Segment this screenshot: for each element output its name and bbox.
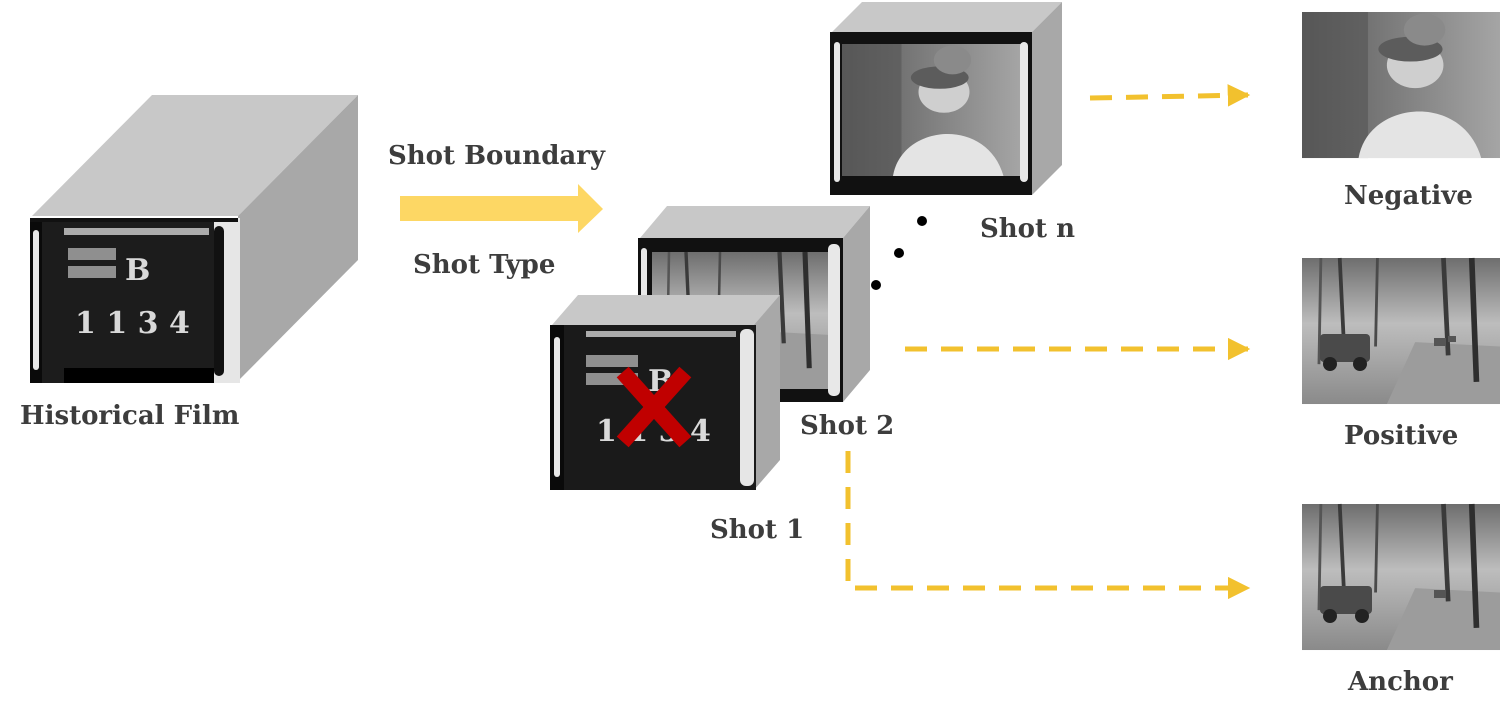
anchor-image [1302, 504, 1500, 650]
historical-film-label: Historical Film [20, 401, 239, 431]
shot-1-slate-number: 1 1 3 4 [596, 414, 711, 449]
shot-1-label: Shot 1 [710, 515, 804, 545]
shot-n-cube [830, 2, 1062, 195]
shot-n-image [830, 32, 1032, 195]
negative-image [1302, 12, 1500, 159]
negative-label: Negative [1344, 181, 1473, 211]
negative-arrow [1089, 84, 1251, 107]
film-slate-image: B 1 1 3 4 [30, 218, 240, 383]
shot-1-cube: B 1 1 3 4 [550, 295, 780, 490]
discard-cross-icon [616, 366, 692, 448]
slate-letter: B [125, 253, 150, 288]
anchor-arrow [845, 451, 1251, 600]
shot-2-label: Shot 2 [800, 411, 894, 441]
positive-label: Positive [1344, 421, 1458, 451]
positive-image [1302, 258, 1500, 404]
process-arrow [400, 184, 603, 233]
historical-film-cube: B 1 1 3 4 [30, 95, 358, 383]
ellipsis-dots [871, 216, 927, 290]
anchor-label: Anchor [1347, 667, 1453, 697]
shot-n-label: Shot n [980, 214, 1075, 244]
shot-boundary-label: Shot Boundary [388, 141, 606, 171]
shot-type-label: Shot Type [413, 250, 555, 280]
slate-number: 1 1 3 4 [75, 306, 190, 341]
